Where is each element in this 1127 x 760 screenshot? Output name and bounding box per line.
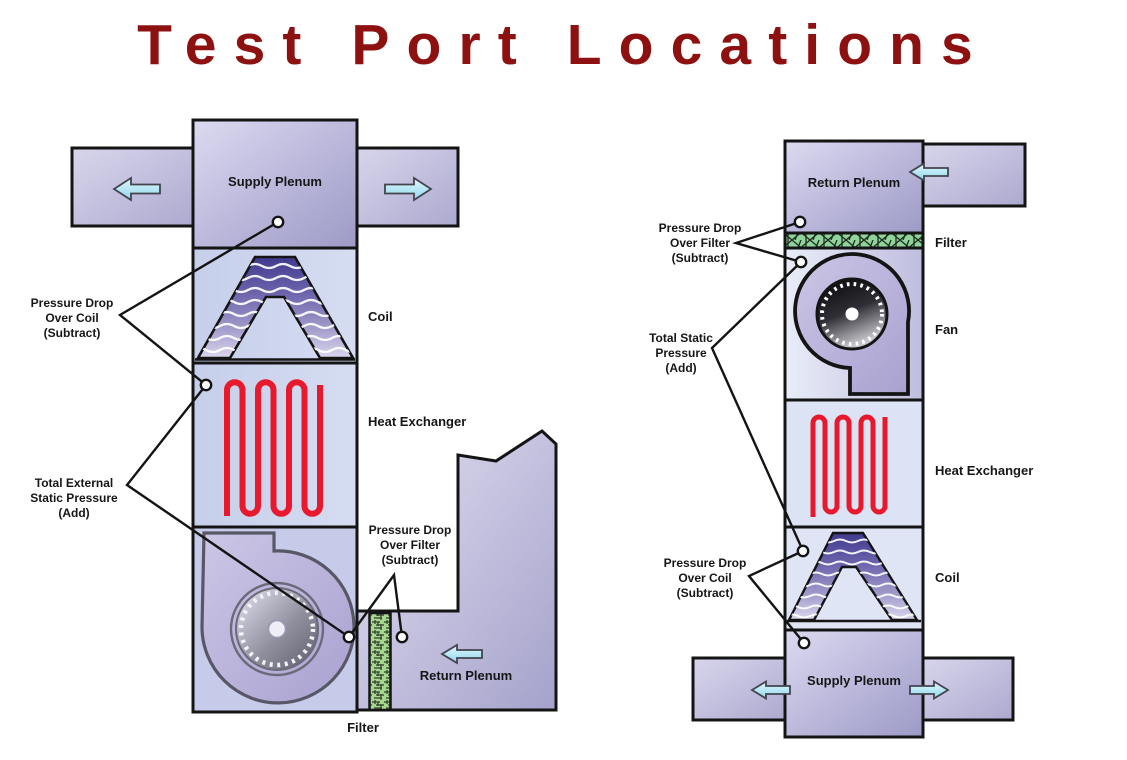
left-filter-port-lines — [348, 571, 404, 638]
annotation-line: Over Filter — [379, 538, 441, 552]
left-blower-fan — [200, 531, 356, 705]
left-fan-blades — [238, 590, 316, 668]
left-coil-annotation: Pressure Drop Over Coil (Subtract) — [17, 296, 127, 341]
right-supply-plenum-label: Supply Plenum — [807, 673, 901, 688]
right-heat-exchanger-label: Heat Exchanger — [935, 463, 1034, 478]
right-coil-port-lines — [747, 549, 805, 644]
right-filter-port-lines — [731, 220, 802, 264]
left-supply-plenum-label: Supply Plenum — [228, 174, 322, 189]
left-static-annotation: Total External Static Pressure (Add) — [19, 476, 129, 521]
annotation-line: (Subtract) — [671, 251, 729, 265]
airflow-arrow-left-icon — [112, 176, 161, 202]
annotation-line: (Subtract) — [381, 553, 439, 567]
right-filter-label: Filter — [935, 235, 967, 250]
right-fan-blades — [820, 282, 884, 346]
right-airflow-arrows — [750, 161, 950, 701]
airflow-arrow-right-icon — [384, 176, 433, 202]
test-port — [199, 378, 213, 392]
airflow-arrow-return-icon — [440, 643, 483, 665]
test-port — [395, 630, 409, 644]
annotation-line: Static Pressure — [30, 491, 118, 505]
annotation-line: Total Static — [649, 331, 713, 345]
annotation-line: Pressure Drop — [368, 523, 452, 537]
right-coil-annotation: Pressure Drop Over Coil (Subtract) — [650, 556, 760, 601]
left-filter-label: Filter — [347, 720, 379, 735]
right-return-plenum-label: Return Plenum — [807, 175, 901, 190]
annotation-line: Pressure — [655, 346, 707, 360]
annotation-line: Pressure Drop — [30, 296, 114, 310]
annotation-line: Over Filter — [669, 236, 731, 250]
left-heat-exchanger-label: Heat Exchanger — [368, 414, 467, 429]
right-fan-hub — [845, 307, 859, 321]
left-fan-ring — [229, 581, 325, 677]
annotation-line: Pressure Drop — [663, 556, 747, 570]
left-filter-annotation: Pressure Drop Over Filter (Subtract) — [355, 523, 465, 568]
left-coil-label: Coil — [368, 309, 393, 324]
right-static-port-lines — [710, 261, 805, 552]
right-static-annotation: Total Static Pressure (Add) — [626, 331, 736, 376]
test-port — [794, 255, 808, 269]
airflow-arrow-return-icon — [908, 161, 949, 183]
annotation-line: (Add) — [58, 506, 90, 520]
right-test-ports — [793, 215, 811, 650]
left-unit — [70, 118, 558, 714]
test-port — [797, 636, 811, 650]
test-port — [793, 215, 807, 229]
right-filter-annotation: Pressure Drop Over Filter (Subtract) — [645, 221, 755, 266]
annotation-line: (Subtract) — [676, 586, 734, 600]
annotation-line: (Subtract) — [43, 326, 101, 340]
test-port — [342, 630, 356, 644]
annotation-line: Over Coil — [45, 311, 99, 325]
test-port — [796, 544, 810, 558]
page-title: Test Port Locations — [137, 13, 990, 77]
left-fan-hub — [267, 619, 287, 639]
right-filter-strip — [783, 231, 925, 250]
left-static-port-lines — [125, 384, 350, 638]
right-heat-exchanger-section — [783, 398, 925, 529]
annotation-line: Over Coil — [678, 571, 732, 585]
right-heat-exchanger-tube — [810, 414, 888, 517]
right-connector-lines — [710, 220, 805, 644]
left-filter-strip — [368, 611, 392, 712]
right-unit — [691, 139, 1027, 739]
left-test-ports — [199, 215, 409, 644]
left-connector-lines — [117, 220, 404, 638]
left-airflow-arrows — [112, 176, 483, 665]
left-heat-exchanger-tube — [224, 379, 323, 517]
airflow-arrow-supply-right-icon — [909, 679, 950, 701]
left-return-plenum-label: Return Plenum — [419, 668, 513, 683]
annotation-line: (Add) — [665, 361, 697, 375]
airflow-arrow-supply-left-icon — [750, 679, 791, 701]
left-coil-port-lines — [117, 220, 279, 386]
test-port — [271, 215, 285, 229]
right-fan-label: Fan — [935, 322, 959, 337]
annotation-line: Pressure Drop — [658, 221, 742, 235]
right-coil-label: Coil — [935, 570, 960, 585]
right-blower-fan — [793, 252, 911, 396]
annotation-line: Total External — [34, 476, 114, 490]
